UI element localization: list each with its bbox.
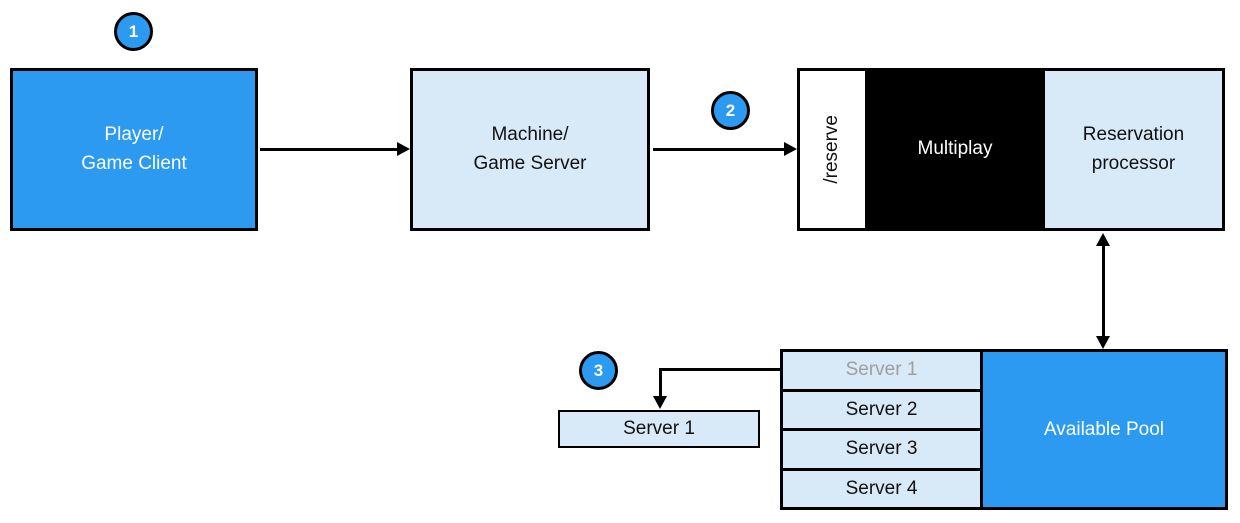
arrow-processor-pool-down-head [1096, 336, 1110, 349]
available-pool-area: Available Pool [980, 352, 1225, 507]
multiplay-label: Multiplay [917, 138, 993, 160]
step-badge-2: 2 [711, 91, 750, 130]
server-list-row-3-label: Server 3 [845, 438, 918, 460]
connector-server1-hline [659, 368, 780, 371]
step-badge-2-number: 2 [725, 100, 736, 120]
reserved-server-node: Server 1 [558, 410, 760, 448]
reservation-processor-line1: Reservation [1082, 124, 1185, 145]
arrow-processor-pool-line [1102, 244, 1105, 338]
server-list-row-2-label: Server 2 [845, 398, 918, 420]
reservation-processor-segment: Reservation processor [1045, 71, 1222, 228]
machine-label-line2: Game Server [473, 152, 587, 174]
available-pool-node: Server 1 Server 2 Server 3 Server 4 Avai… [780, 349, 1228, 510]
server-list-row-1: Server 1 [783, 352, 980, 392]
connector-server1-vline [659, 368, 662, 397]
server-list-row-2: Server 2 [783, 392, 980, 431]
connector-server1-head [653, 396, 667, 409]
reserved-server-label: Server 1 [623, 417, 695, 439]
server-list-row-4-label: Server 4 [845, 477, 918, 499]
server-list-row-3: Server 3 [783, 431, 980, 471]
player-label-line2: Game Client [81, 152, 187, 174]
arrow-processor-pool-up-head [1096, 233, 1110, 246]
step-badge-1-number: 1 [128, 21, 139, 41]
reservation-processor-line2: processor [1091, 152, 1176, 174]
arrow-player-to-machine-head [397, 142, 410, 156]
player-label-line1: Player/ [104, 124, 164, 145]
arrow-machine-to-reserve-line [653, 148, 784, 151]
multiplay-service-node: /reserve Multiplay Reservation processor [797, 68, 1225, 231]
available-pool-label: Available Pool [1043, 418, 1165, 440]
step-badge-3-number: 3 [593, 360, 604, 380]
step-badge-3: 3 [579, 351, 618, 390]
step-badge-1: 1 [114, 12, 153, 51]
machine-game-server-node: Machine/ Game Server [410, 68, 650, 231]
server-list-row-4: Server 4 [783, 471, 980, 508]
multiplay-segment: Multiplay [865, 71, 1045, 228]
server-list-row-1-label: Server 1 [845, 359, 918, 381]
server-list: Server 1 Server 2 Server 3 Server 4 [783, 352, 980, 507]
reserve-endpoint-segment: /reserve [800, 71, 865, 228]
arrow-machine-to-reserve-head [784, 142, 797, 156]
arrow-player-to-machine-line [260, 148, 397, 151]
machine-label-line1: Machine/ [491, 124, 569, 145]
reserve-endpoint-label: /reserve [821, 115, 843, 184]
player-game-client-node: Player/ Game Client [10, 68, 258, 231]
